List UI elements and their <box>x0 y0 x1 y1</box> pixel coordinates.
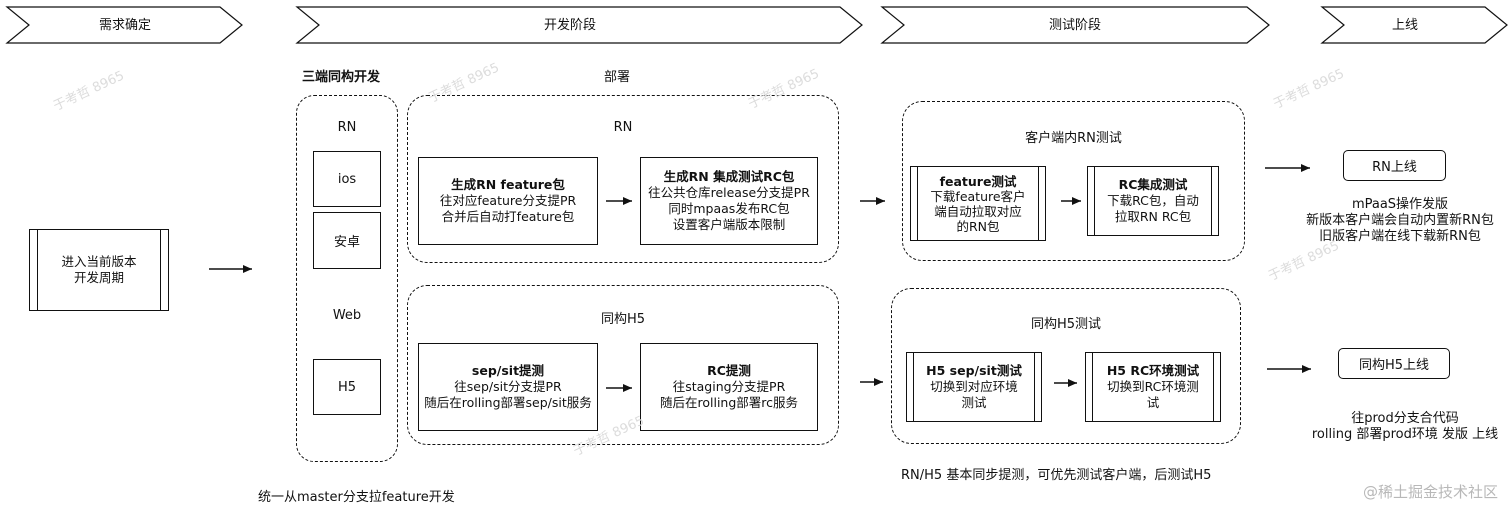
requirement-box: 进入当前版本 开发周期 <box>29 229 169 311</box>
h5-rc-test-line1: 切换到RC环境测 <box>1107 379 1199 394</box>
h5-rc-line1: 往staging分支提PR <box>672 379 786 394</box>
h5-release-box: 同构H5上线 <box>1338 348 1450 379</box>
ios-label: ios <box>337 171 357 187</box>
h5-test-title: 同构H5测试 <box>1030 317 1102 332</box>
rn-feature-line2: 合并后自动打feature包 <box>441 209 575 224</box>
h5-test-container <box>891 288 1241 444</box>
h5-sit-line1: 往sep/sit分支提PR <box>454 379 562 394</box>
rn-release-line3: 旧版客户端在线下载新RN包 <box>1319 229 1481 244</box>
h5-sit-test-title: H5 sep/sit测试 <box>926 363 1022 378</box>
rn-feature-title: 生成RN feature包 <box>451 177 565 192</box>
rn-release-notes: mPaaS操作发版 新版本客户端会自动内置新RN包 旧版客户端在线下载新RN包 <box>1290 197 1510 245</box>
rn-test-container <box>902 101 1245 261</box>
h5-sit-box: sep/sit提测 往sep/sit分支提PR 随后在rolling部署sep/… <box>418 343 598 431</box>
h5-label: H5 <box>337 379 357 395</box>
rn-release-line2: 新版本客户端会自动内置新RN包 <box>1306 213 1494 228</box>
stage-header <box>5 6 1508 44</box>
h5-sit-line2: 随后在rolling部署sep/sit服务 <box>424 395 592 410</box>
h5-release-notes: 往prod分支合代码 rolling 部署prod环境 发版 上线 <box>1300 411 1510 443</box>
h5-release-line1: 往prod分支合代码 <box>1351 411 1459 426</box>
rn-rc-line2: 同时mpaas发布RC包 <box>668 201 790 216</box>
stage-label-test: 测试阶段 <box>1048 18 1101 33</box>
h5-sit-test-line2: 测试 <box>961 395 987 410</box>
web-platform-label: Web <box>332 308 362 323</box>
rn-rc-line1: 往公共仓库release分支提PR <box>648 185 810 200</box>
rn-feature-test-box: feature测试 下载feature客户 端自动拉取对应 的RN包 <box>910 166 1046 241</box>
rn-feature-test-line2: 端自动拉取对应 <box>934 203 1022 219</box>
stage-label-dev: 开发阶段 <box>543 18 596 33</box>
h5-rc-test-box: H5 RC环境测试 切换到RC环境测 试 <box>1085 352 1221 422</box>
stage-chevron-dev <box>295 6 863 44</box>
isomorphic-container <box>296 95 398 462</box>
stage-chevron-requirement <box>5 6 243 44</box>
h5-release-line2: rolling 部署prod环境 发版 上线 <box>1311 427 1499 442</box>
h5-release-label: 同构H5上线 <box>1358 358 1430 373</box>
stage-chevron-release <box>1320 6 1508 44</box>
deploy-label: 部署 <box>604 70 631 85</box>
android-label: 安卓 <box>333 235 360 250</box>
rn-rc-test-line1: 下载RC包，自动 <box>1107 193 1199 208</box>
rn-rc-box: 生成RN 集成测试RC包 往公共仓库release分支提PR 同时mpaas发布… <box>640 157 818 245</box>
h5-rc-title: RC提测 <box>707 363 751 378</box>
rn-test-title: 客户端内RN测试 <box>1025 131 1122 146</box>
rn-rc-test-box: RC集成测试 下载RC包，自动 拉取RN RC包 <box>1087 166 1219 236</box>
stage-label-release: 上线 <box>1391 18 1418 33</box>
h5-rc-test-line2: 试 <box>1146 395 1160 410</box>
rn-feature-test-line3: 的RN包 <box>956 218 1000 234</box>
h5-rc-test-title: H5 RC环境测试 <box>1106 363 1200 378</box>
requirement-line1: 进入当前版本 <box>61 254 137 269</box>
test-note: RN/H5 基本同步提测，可优先测试客户端，后测试H5 <box>901 468 1212 483</box>
rn-release-line1: mPaaS操作发版 <box>1351 197 1449 212</box>
rn-feature-line1: 往对应feature分支提PR <box>439 193 577 208</box>
android-box: 安卓 <box>313 212 381 269</box>
rn-feature-test-line1: 下载feature客户 <box>930 188 1026 204</box>
h5-rc-box: RC提测 往staging分支提PR 随后在rolling部署rc服务 <box>640 343 818 431</box>
rn-feature-test-title: feature测试 <box>939 173 1017 189</box>
rn-dev-title: RN <box>613 120 633 135</box>
rn-rc-line3: 设置客户端版本限制 <box>672 217 786 232</box>
h5-sit-title: sep/sit提测 <box>471 363 545 378</box>
stage-label-requirement: 需求确定 <box>98 18 151 33</box>
stage-chevron-test <box>880 6 1270 44</box>
footer-watermark: @稀土掘金技术社区 <box>1362 483 1498 501</box>
rn-release-box: RN上线 <box>1343 150 1446 181</box>
h5-rc-line2: 随后在rolling部署rc服务 <box>659 395 799 410</box>
h5-sit-test-box: H5 sep/sit测试 切换到对应环境 测试 <box>906 352 1042 422</box>
rn-rc-test-title: RC集成测试 <box>1118 177 1188 192</box>
h5-dev-container <box>407 285 839 445</box>
h5-box: H5 <box>313 359 381 415</box>
rn-dev-container <box>407 95 839 263</box>
rn-rc-test-line2: 拉取RN RC包 <box>1114 209 1192 224</box>
h5-dev-title: 同构H5 <box>600 312 646 327</box>
requirement-line2: 开发周期 <box>73 270 124 285</box>
rn-feature-box: 生成RN feature包 往对应feature分支提PR 合并后自动打feat… <box>418 157 598 245</box>
h5-sit-test-line1: 切换到对应环境 <box>930 379 1018 394</box>
rn-rc-title: 生成RN 集成测试RC包 <box>663 169 795 184</box>
rn-release-label: RN上线 <box>1372 160 1417 175</box>
dev-note: 统一从master分支拉feature开发 <box>258 490 455 505</box>
rn-platform-label: RN <box>337 120 357 135</box>
ios-box: ios <box>313 151 381 207</box>
isomorphic-title: 三端同构开发 <box>302 70 381 85</box>
